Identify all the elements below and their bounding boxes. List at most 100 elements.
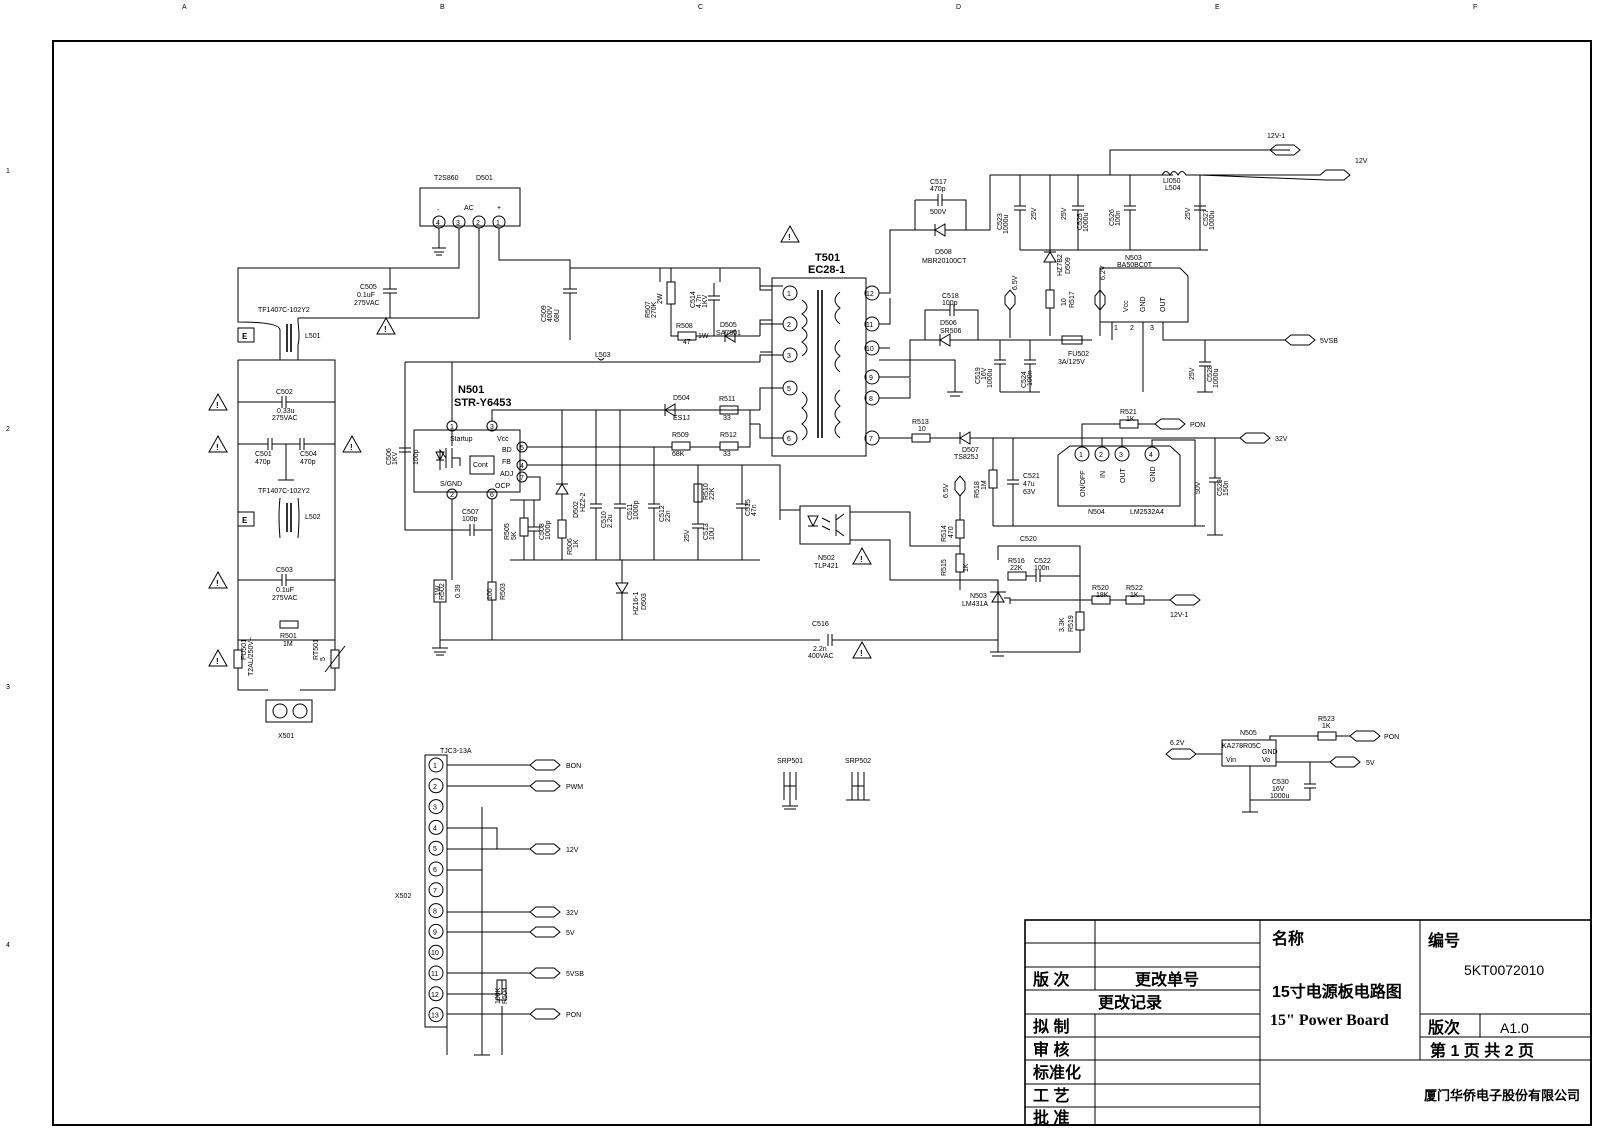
earth-symbol: E E bbox=[237, 327, 255, 527]
svg-text:N501: N501 bbox=[458, 384, 484, 396]
diode-d506: C518 100p D506 SR506 bbox=[879, 293, 1092, 378]
svg-text:L503: L503 bbox=[595, 352, 611, 359]
svg-text:FB: FB bbox=[502, 459, 511, 466]
svg-text:3: 3 bbox=[1119, 452, 1123, 459]
svg-text:FU502: FU502 bbox=[1068, 351, 1089, 358]
border-number-2: 2 bbox=[6, 426, 10, 433]
drawing-title-en: 15" Power Board bbox=[1270, 1012, 1389, 1029]
svg-text:25V: 25V bbox=[1189, 367, 1196, 380]
svg-text:4: 4 bbox=[436, 220, 440, 227]
svg-text:47n: 47n bbox=[751, 504, 758, 516]
svg-text:!: ! bbox=[350, 443, 353, 452]
svg-text:11: 11 bbox=[866, 322, 873, 329]
svg-text:68U: 68U bbox=[554, 309, 561, 322]
svg-text:1: 1 bbox=[450, 424, 454, 431]
svg-text:R503: R503 bbox=[500, 583, 507, 600]
approve-label: 批 准 bbox=[1033, 1108, 1069, 1127]
resistor-r513-diode-d507: R513 10 D507 TS825J bbox=[879, 419, 1240, 461]
svg-text:C525: C525 bbox=[1077, 213, 1084, 230]
svg-text:2.2n: 2.2n bbox=[813, 646, 827, 653]
svg-text:OCP: OCP bbox=[495, 483, 511, 490]
svg-text:47u: 47u bbox=[1023, 481, 1035, 488]
svg-text:6.5V: 6.5V bbox=[1012, 275, 1019, 290]
connector-pin bbox=[428, 861, 444, 877]
svg-text:PWM: PWM bbox=[566, 784, 583, 791]
svg-text:25V: 25V bbox=[684, 529, 691, 542]
svg-text:!: ! bbox=[860, 649, 863, 658]
svg-text:400VAC: 400VAC bbox=[808, 653, 834, 660]
net-flag-5vsb: 5VSB bbox=[1284, 334, 1338, 346]
svg-text:R510: R510 bbox=[703, 483, 710, 500]
svg-text:5V: 5V bbox=[1366, 760, 1375, 767]
svg-text:IN: IN bbox=[1100, 471, 1107, 478]
svg-text:6.5V: 6.5V bbox=[943, 483, 950, 498]
svg-text:100p: 100p bbox=[413, 449, 420, 465]
svg-text:C512: C512 bbox=[659, 505, 666, 522]
version-value: A1.0 bbox=[1500, 1020, 1529, 1036]
svg-text:R518: R518 bbox=[974, 481, 981, 498]
connector-pin bbox=[428, 840, 444, 856]
fuse-fu501: FU501 T2AL/250V~ bbox=[233, 637, 255, 676]
connector-pin-label: 13 bbox=[431, 1013, 439, 1020]
connector-pin-label: 1 bbox=[433, 763, 437, 770]
code-label: 编号 bbox=[1428, 931, 1460, 950]
border-number-3: 3 bbox=[6, 684, 10, 691]
svg-text:Vcc: Vcc bbox=[1123, 300, 1130, 312]
net-flag-5vsb-c: 5VSB bbox=[529, 967, 584, 979]
svg-text:63V: 63V bbox=[1023, 489, 1036, 496]
svg-text:1000u: 1000u bbox=[1083, 212, 1090, 232]
svg-text:GND: GND bbox=[1140, 296, 1147, 312]
net-flag-6-2v: 6.2V bbox=[1094, 265, 1107, 336]
bias-capacitor-bank: C510 2.2u C511 1000p C512 22n 25V C513 1… bbox=[510, 410, 760, 561]
svg-text:50V: 50V bbox=[1195, 481, 1202, 494]
svg-text:25V: 25V bbox=[1061, 207, 1068, 220]
choke-l502: TF1407C-102Y2 L502 bbox=[258, 488, 321, 539]
svg-text:6.2V: 6.2V bbox=[1100, 265, 1107, 280]
net-flag-5v-c: 5V bbox=[529, 926, 575, 938]
inductor-l504: LI050 L504 bbox=[1161, 171, 1201, 250]
svg-text:22K: 22K bbox=[1010, 565, 1023, 572]
sheet-border: A B C D E F 1 2 3 4 bbox=[6, 4, 1592, 1126]
svg-text:T501: T501 bbox=[815, 252, 840, 264]
drawn-label: 拟 制 bbox=[1033, 1017, 1069, 1036]
connector-pin-label: 10 bbox=[431, 950, 439, 957]
svg-text:D504: D504 bbox=[673, 395, 690, 402]
sheet-number: 第 1 页 共 2 页 bbox=[1430, 1041, 1534, 1060]
svg-text:D509: D509 bbox=[1065, 257, 1072, 274]
svg-text:C523: C523 bbox=[997, 213, 1004, 230]
svg-text:Cont: Cont bbox=[473, 462, 488, 469]
svg-text:100K: 100K bbox=[495, 987, 502, 1004]
svg-text:1000u: 1000u bbox=[1213, 368, 1220, 388]
connector-pin bbox=[428, 944, 444, 960]
net-flag-pwm: PWM bbox=[529, 780, 583, 792]
svg-text:R522: R522 bbox=[1126, 585, 1143, 592]
svg-text:L502: L502 bbox=[305, 514, 321, 521]
svg-text:1: 1 bbox=[1079, 452, 1083, 459]
svg-text:SR506: SR506 bbox=[940, 328, 962, 335]
svg-text:LI050: LI050 bbox=[1163, 178, 1181, 185]
svg-text:22n: 22n bbox=[665, 510, 672, 522]
connector-pin-label: 3 bbox=[433, 805, 437, 812]
svg-text:SRP501: SRP501 bbox=[777, 758, 803, 765]
svg-text:1W: 1W bbox=[435, 585, 442, 596]
svg-text:3.3K: 3.3K bbox=[1059, 617, 1066, 632]
caps-c519-c524: C519 16V 1000u C524 100n bbox=[975, 340, 1040, 393]
drawing-title-cn: 15寸电源板电路图 bbox=[1272, 982, 1402, 1001]
connector-pin bbox=[428, 903, 444, 919]
svg-text:270K: 270K bbox=[651, 301, 658, 318]
svg-text:3: 3 bbox=[1150, 325, 1154, 332]
net-flag-12v-1-b: 12V-1 bbox=[1169, 594, 1201, 619]
svg-text:D506: D506 bbox=[940, 320, 957, 327]
svg-text:R509: R509 bbox=[672, 432, 689, 439]
svg-text:KA278R05C: KA278R05C bbox=[1222, 743, 1261, 750]
border-letter-f: F bbox=[1473, 4, 1477, 11]
svg-text:100: 100 bbox=[487, 588, 494, 600]
svg-text:C520: C520 bbox=[1020, 536, 1037, 543]
svg-text:275VAC: 275VAC bbox=[354, 300, 380, 307]
svg-text:C510: C510 bbox=[601, 511, 608, 528]
svg-text:HZ7B2: HZ7B2 bbox=[1057, 254, 1064, 276]
svg-text:T2AL/250V~: T2AL/250V~ bbox=[248, 637, 255, 676]
svg-text:LM2532A4: LM2532A4 bbox=[1130, 509, 1164, 516]
svg-text:D508: D508 bbox=[935, 249, 952, 256]
svg-text:1000p: 1000p bbox=[545, 520, 552, 540]
